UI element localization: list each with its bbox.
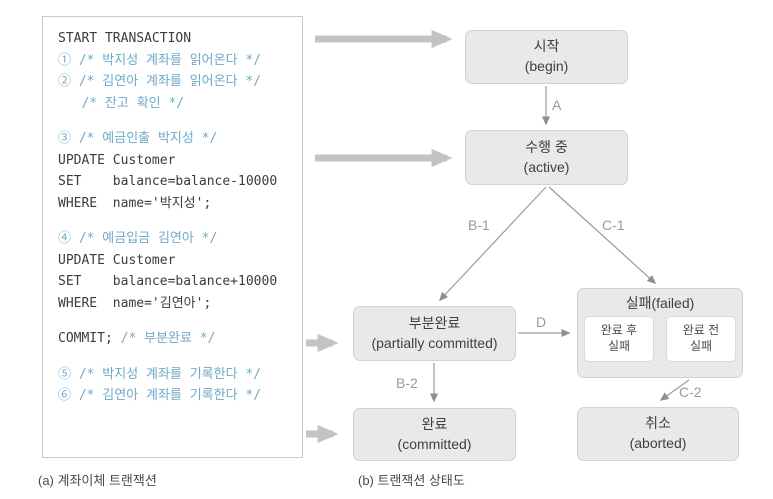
code-segment-code: WHERE name='박지성'; (58, 195, 212, 211)
code-line: ③ /* 예금인출 박지성 */ (58, 128, 302, 150)
sql-code-panel: START TRANSACTION ① /* 박지성 계좌를 읽어온다 */ ② /… (42, 16, 303, 458)
code-spacer (58, 114, 302, 128)
state-node-active: 수행 중 (active) (465, 130, 628, 185)
code-segment-comment: ① /* 박지성 계좌를 읽어온다 */ (58, 52, 262, 68)
edge-label-b2: B-2 (396, 375, 418, 391)
code-line: START TRANSACTION (58, 28, 302, 50)
code-segment-code: WHERE name='김연아'; (58, 295, 212, 311)
state-node-committed: 완료 (committed) (353, 408, 516, 461)
code-segment-code: COMMIT; (58, 331, 121, 346)
code-line: COMMIT; /* 부분완료 */ (58, 328, 302, 350)
state-label-ko: 완료 (421, 415, 448, 432)
code-segment-comment: ⑥ /* 김연아 계좌를 기록한다 */ (58, 388, 262, 403)
subnode-fail-after-commit: 완료 후 실패 (584, 316, 654, 362)
code-line: /* 잔고 확인 */ (58, 93, 302, 115)
code-segment-comment: ⑤ /* 박지성 계좌를 기록한다 */ (58, 366, 262, 382)
code-segment-comment: ④ /* 예금입금 김연아 */ (58, 231, 218, 246)
code-segment-code: UPDATE Customer (58, 152, 176, 168)
code-line: SET balance=balance-10000 (58, 171, 302, 193)
edge-label-b1: B-1 (468, 217, 490, 233)
code-spacer (58, 314, 302, 328)
state-label-ko: 수행 중 (525, 138, 568, 155)
sql-code: START TRANSACTION ① /* 박지성 계좌를 읽어온다 */ ② /… (58, 28, 302, 407)
code-line: WHERE name='박지성'; (58, 193, 302, 215)
edge-b1-active-partial (438, 186, 547, 302)
code-line: ⑥ /* 김연아 계좌를 기록한다 */ (58, 385, 302, 407)
code-segment-comment: ③ /* 예금인출 박지성 */ (58, 131, 218, 146)
state-label-en: (partially committed) (371, 334, 498, 351)
code-line: ① /* 박지성 계좌를 읽어온다 */ (58, 50, 302, 72)
code-segment-code: UPDATE Customer (58, 252, 176, 268)
code-spacer (58, 214, 302, 228)
state-node-partially-committed: 부분완료 (partially committed) (353, 306, 516, 361)
state-node-aborted: 취소 (aborted) (577, 407, 739, 461)
state-label-failed-title: 실패(failed) (625, 295, 695, 311)
state-label-en: (begin) (524, 58, 569, 74)
code-line: ② /* 김연아 계좌를 읽어온다 */ (58, 71, 302, 93)
code-line: SET balance=balance+10000 (58, 271, 302, 293)
code-line: WHERE name='김연아'; (58, 293, 302, 315)
code-segment-comment: /* 부분완료 */ (120, 331, 216, 346)
code-segment-comment: /* 잔고 확인 */ (58, 95, 185, 111)
edge-c2-failed-aborted (659, 379, 690, 401)
subnode-fail-before-commit: 완료 전 실패 (666, 316, 736, 362)
edge-label-a: A (552, 97, 562, 113)
state-label-ko: 시작 (533, 38, 560, 55)
edge-label-c2: C-2 (679, 384, 702, 400)
state-label-en: (aborted) (629, 435, 687, 451)
state-label-en: (committed) (397, 435, 472, 452)
state-node-begin: 시작 (begin) (465, 30, 628, 84)
code-segment-code: START TRANSACTION (58, 31, 192, 46)
code-line: UPDATE Customer (58, 150, 302, 172)
edge-label-c1: C-1 (602, 217, 625, 233)
caption-a: (a) 계좌이체 트랜잭션 (38, 473, 157, 488)
code-segment-comment: ② /* 김연아 계좌를 읽어온다 */ (58, 74, 262, 89)
edge-label-d: D (536, 314, 546, 330)
code-line: ⑤ /* 박지성 계좌를 기록한다 */ (58, 364, 302, 386)
code-segment-code: SET balance=balance-10000 (58, 174, 278, 189)
state-label-ko: 취소 (645, 415, 671, 432)
code-spacer (58, 350, 302, 364)
state-label-ko: 부분완료 (408, 314, 461, 331)
failed-subnodes: 완료 후 실패 완료 전 실패 (584, 316, 736, 362)
code-line: UPDATE Customer (58, 250, 302, 272)
state-label-en: (active) (523, 158, 570, 175)
edge-c1-active-failed (548, 186, 657, 285)
caption-b: (b) 트랜잭션 상태도 (358, 473, 465, 488)
state-node-failed: 실패(failed) 완료 후 실패 완료 전 실패 (577, 288, 743, 378)
code-line: ④ /* 예금입금 김연아 */ (58, 228, 302, 250)
code-segment-code: SET balance=balance+10000 (58, 274, 278, 289)
